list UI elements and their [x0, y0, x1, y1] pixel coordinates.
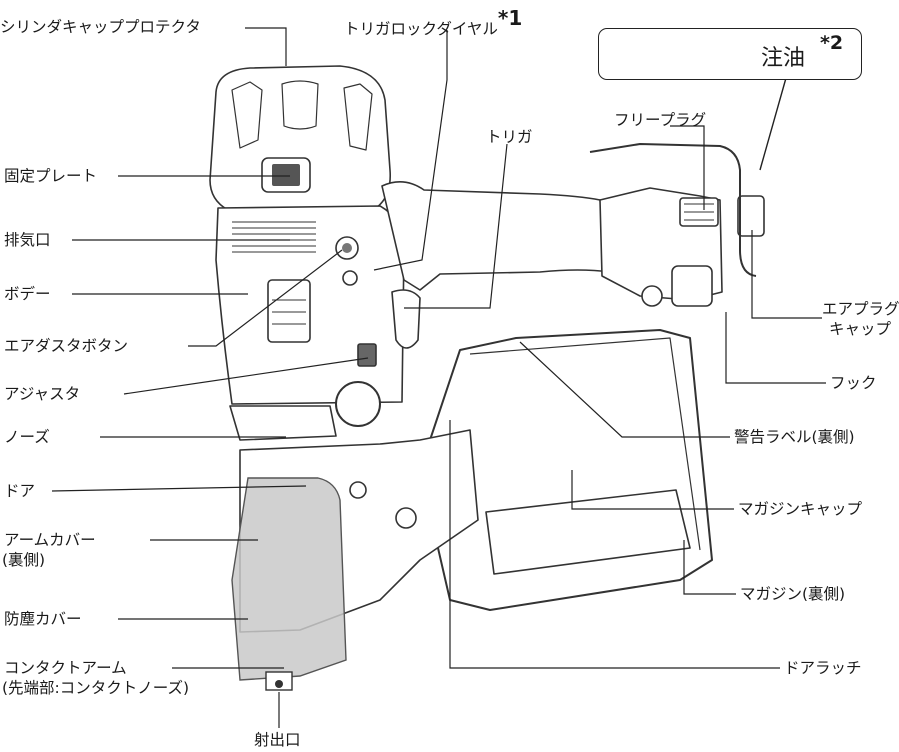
label-air-plug-cap-2: キャップ — [829, 320, 892, 338]
label-ejection-port: 射出口 — [254, 731, 301, 749]
label-body: ボデー — [4, 285, 51, 303]
leader-trigger-lock — [373, 30, 448, 271]
dust-cover-shape — [231, 477, 347, 681]
oiling-inset: 注油 *2 — [598, 28, 862, 80]
leader-hook — [725, 312, 826, 384]
note-2-mark: *2 — [820, 32, 844, 54]
hook-shape — [589, 143, 757, 277]
label-dust-cover: 防塵カバー — [4, 610, 82, 628]
leader-warning-label — [519, 341, 730, 438]
leader-air-plug-cap — [751, 230, 822, 319]
label-fixed-plate: 固定プレート — [4, 167, 98, 185]
note-1-mark: *1 — [497, 6, 523, 30]
label-door: ドア — [4, 482, 36, 500]
label-air-duster-button: エアダスタボタン — [4, 337, 129, 355]
adjuster-shape — [357, 343, 377, 367]
label-cylinder-cap-protector: シリンダキャッププロテクタ — [0, 18, 201, 36]
leader-adjuster — [123, 357, 369, 395]
label-door-latch: ドアラッチ — [784, 659, 862, 677]
air-plug-cap-shape — [737, 195, 765, 237]
label-free-plug: フリープラグ — [614, 111, 707, 129]
leader-magazine — [683, 540, 736, 595]
label-contact-arm-1: コンタクトアーム — [4, 659, 127, 677]
label-trigger-lock-dial: トリガロックダイヤル*1 — [344, 8, 522, 38]
leader-trigger — [404, 143, 508, 309]
label-warning-label: 警告ラベル(裏側) — [734, 428, 855, 446]
leader-cylinder-cap — [245, 27, 287, 66]
label-contact-arm-2: (先端部:コンタクトノーズ) — [2, 679, 190, 697]
label-exhaust-port: 排気口 — [4, 231, 51, 249]
label-arm-cover-1: アームカバー — [4, 531, 96, 549]
label-arm-cover-2: (裏側) — [2, 551, 46, 569]
leader-air-duster — [188, 249, 343, 347]
leader-door — [51, 485, 307, 492]
label-magazine: マガジン(裏側) — [740, 585, 846, 603]
trigger-shape — [391, 289, 421, 349]
leader-lines — [51, 27, 826, 728]
nose-shape — [229, 405, 337, 441]
label-adjuster: アジャスタ — [4, 385, 81, 403]
leader-free-plug — [670, 125, 705, 210]
oiling-label: 注油 — [761, 46, 806, 71]
leader-door-latch — [449, 420, 780, 669]
magazine-cap-shape — [485, 489, 691, 575]
label-nose: ノーズ — [4, 428, 50, 446]
handle-shape — [381, 181, 611, 291]
label-hook: フック — [830, 374, 877, 392]
leader-magazine-cap — [571, 470, 734, 510]
label-air-plug-cap-1: エアプラグ — [822, 300, 899, 318]
label-trigger-lock-dial-text: トリガロックダイヤル — [344, 20, 498, 38]
label-magazine-cap: マガジンキャップ — [738, 500, 863, 518]
label-trigger: トリガ — [486, 128, 533, 146]
